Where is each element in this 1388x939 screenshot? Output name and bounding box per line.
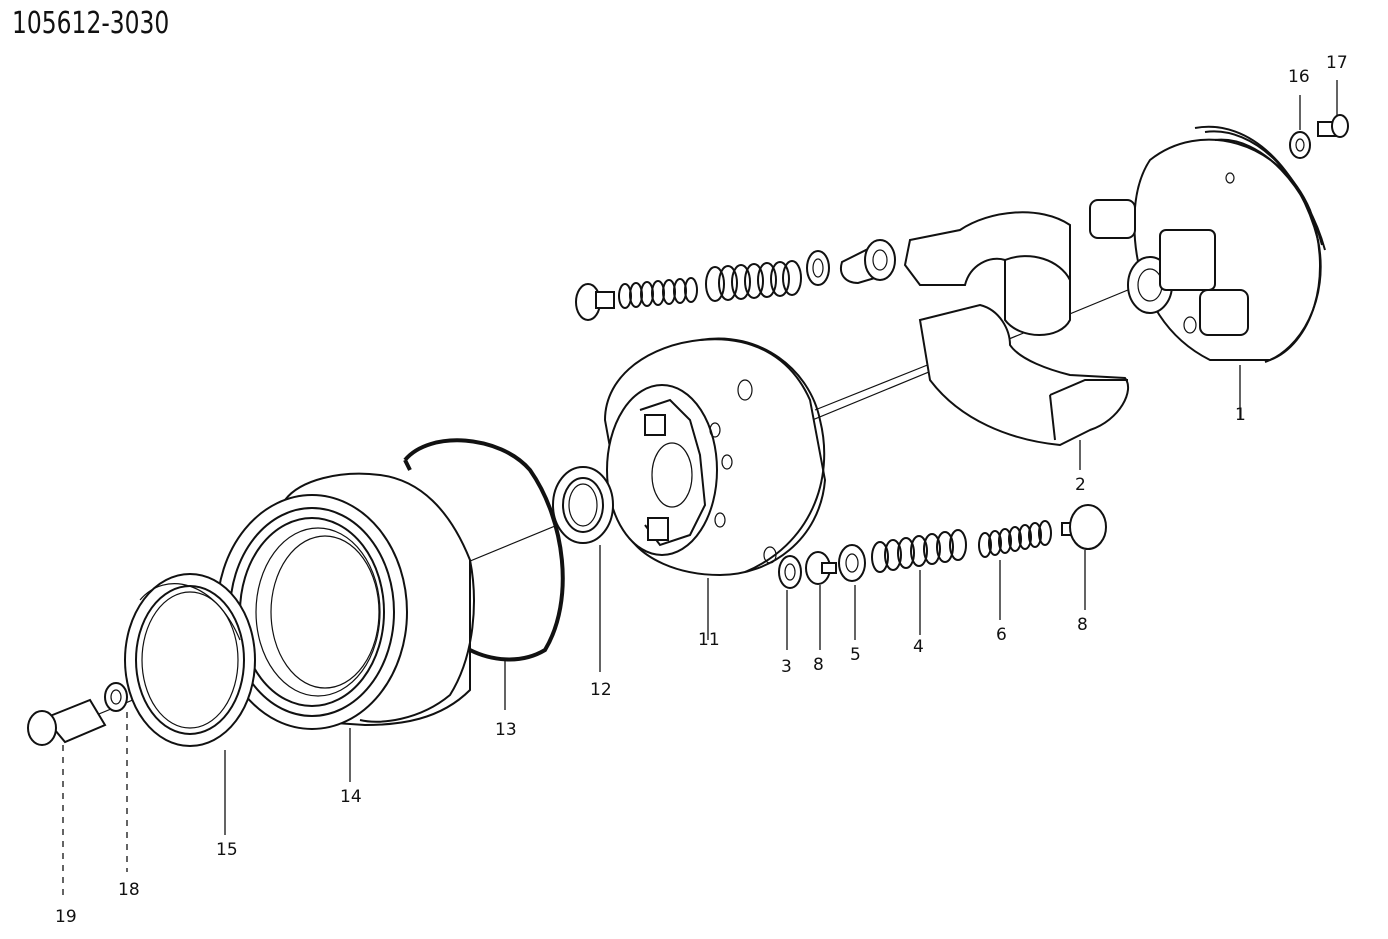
callout-16: 16 bbox=[1288, 67, 1310, 87]
callout-4: 4 bbox=[913, 637, 924, 657]
callout-6: 6 bbox=[996, 625, 1007, 645]
cam-ring-part[interactable] bbox=[903, 211, 1130, 447]
seal-ring-part[interactable] bbox=[124, 573, 256, 747]
leader-lines bbox=[62, 80, 1338, 900]
callout-15: 15 bbox=[216, 840, 238, 860]
callout-13: 13 bbox=[495, 720, 517, 740]
callout-3: 3 bbox=[781, 657, 792, 677]
plug-part[interactable] bbox=[27, 698, 107, 746]
upper-valve-row[interactable] bbox=[575, 239, 896, 321]
callout-14: 14 bbox=[340, 787, 362, 807]
small-bearing-part[interactable] bbox=[552, 466, 614, 544]
callout-labels: 1 2 3 4 5 6 8 8 11 12 13 14 15 16 17 18 … bbox=[55, 53, 1348, 927]
o-ring-part[interactable] bbox=[403, 438, 565, 662]
cylinder-part[interactable] bbox=[216, 472, 475, 730]
callout-17: 17 bbox=[1326, 53, 1348, 73]
end-plate-part[interactable] bbox=[1089, 125, 1326, 363]
callout-8-right: 8 bbox=[1077, 615, 1088, 635]
callout-1: 1 bbox=[1235, 405, 1246, 425]
callout-2: 2 bbox=[1075, 475, 1086, 495]
housing-part[interactable] bbox=[603, 337, 827, 577]
callout-18: 18 bbox=[118, 880, 140, 900]
callout-8-lower: 8 bbox=[813, 655, 824, 675]
drawing-number: 105612-3030 bbox=[12, 6, 170, 41]
callout-12: 12 bbox=[590, 680, 612, 700]
callout-5: 5 bbox=[850, 645, 861, 665]
callout-11: 11 bbox=[698, 630, 720, 650]
fasteners-part[interactable] bbox=[1289, 114, 1349, 159]
lower-valve-row[interactable] bbox=[778, 504, 1107, 589]
washer-part[interactable] bbox=[104, 682, 128, 712]
callout-19: 19 bbox=[55, 907, 77, 927]
